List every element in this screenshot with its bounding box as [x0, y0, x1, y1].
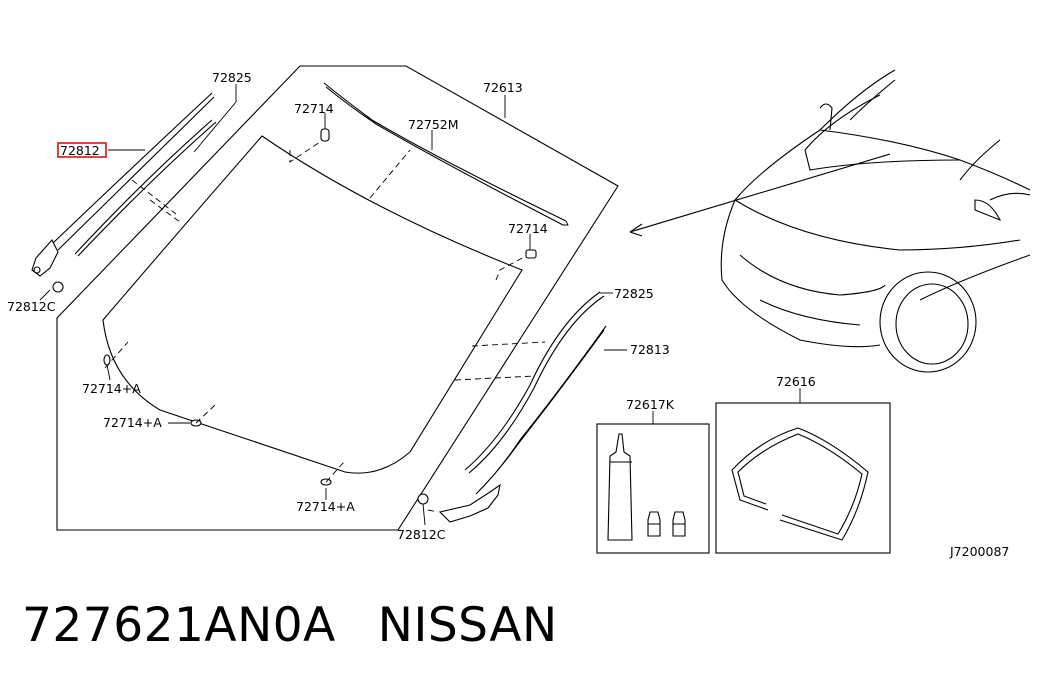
- label-72616: 72616: [776, 374, 816, 389]
- label-72714A-2: 72714+A: [103, 415, 162, 430]
- label-72812C-left: 72812C: [7, 299, 56, 314]
- windshield-group-outline: [56, 65, 619, 531]
- label-72714-top: 72714: [294, 101, 334, 116]
- clip-right-bracket: [438, 483, 501, 523]
- label-72752M: 72752M: [408, 117, 459, 132]
- top-moulding: [323, 82, 567, 226]
- windshield-glass: [102, 135, 523, 474]
- car-front-illustration: [720, 69, 1031, 373]
- brand-name: NISSAN: [377, 598, 558, 653]
- label-72714A-3: 72714+A: [296, 499, 355, 514]
- pointer-arrow: [629, 153, 891, 233]
- label-72714A-1: 72714+A: [82, 381, 141, 396]
- part-number: 727621AN0A: [22, 598, 336, 653]
- adhesive-cartridge: [607, 433, 633, 541]
- dam-rubber-box: [715, 402, 891, 554]
- label-72812-highlighted: 72812: [60, 143, 100, 158]
- label-72825-left: 72825: [212, 70, 252, 85]
- label-72825-right: 72825: [614, 286, 654, 301]
- highlight-box: [57, 142, 107, 158]
- diagram-code: J7200087: [949, 544, 1009, 559]
- dam-rubber: [731, 427, 869, 541]
- side-moulding-right: [475, 325, 607, 495]
- windshield-parts-diagram: 72825 72613 72714 72752M 72812 72714 728…: [7, 65, 1031, 559]
- wiper-moulding-left: [51, 92, 215, 251]
- label-72714-right: 72714: [508, 221, 548, 236]
- label-72812C-right: 72812C: [397, 527, 446, 542]
- label-72617K: 72617K: [626, 397, 675, 412]
- footer-caption: 727621AN0A NISSAN: [22, 598, 600, 653]
- wiper-moulding-right: [464, 291, 605, 474]
- label-72613: 72613: [483, 80, 523, 95]
- label-72813: 72813: [630, 342, 670, 357]
